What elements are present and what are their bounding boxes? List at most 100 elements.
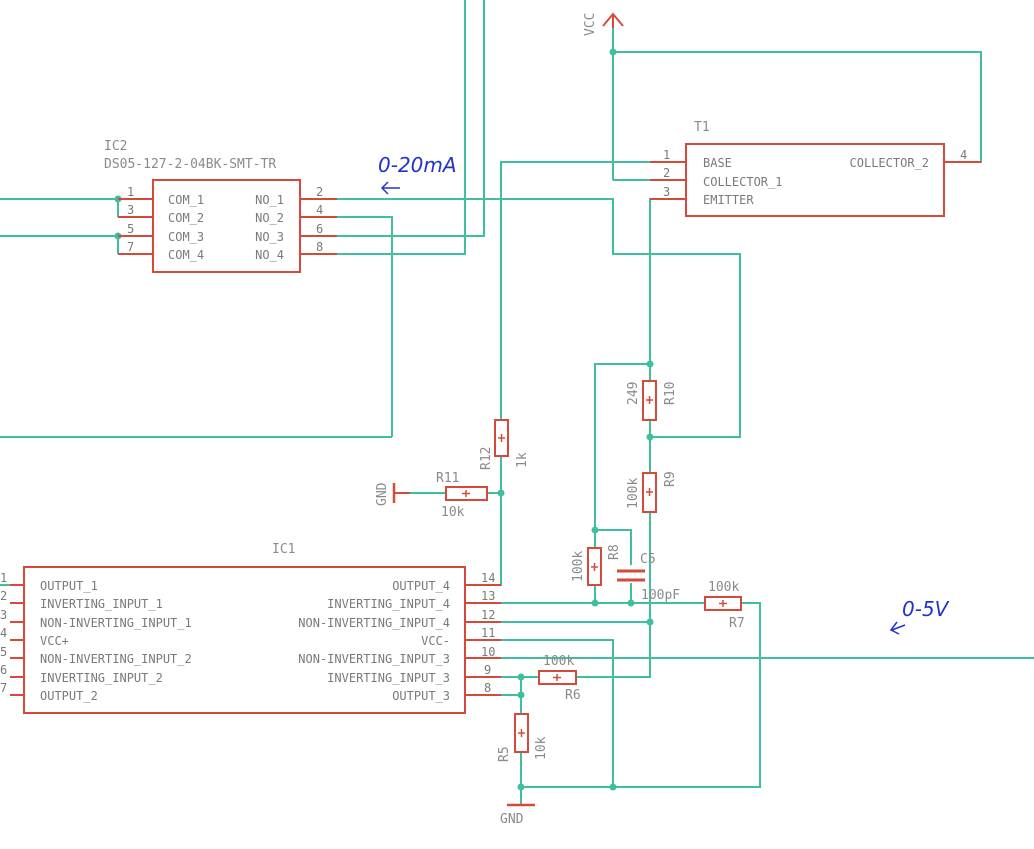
ic2-pin-name: COM_4 [168,248,204,262]
gnd-symbol-left[interactable]: GND [375,482,410,506]
r5-value: 10k [534,736,549,760]
r12-ref: R12 [479,447,494,470]
ic2-pin-name: COM_2 [168,211,204,225]
vcc-label: VCC [583,13,598,36]
ic1-pin-num: 6 [0,663,7,677]
r8-ref: R8 [607,544,622,560]
ic1-pin-num: 2 [0,589,7,603]
t1-pin-name: BASE [703,156,732,170]
r12-value: 1k [515,452,530,468]
r5-ref: R5 [497,746,512,762]
ic2-pin-name: COM_1 [168,193,204,207]
ic1-pin-name: OUTPUT_3 [392,689,450,703]
ic1-pin-name: OUTPUT_4 [392,579,450,593]
resistor-r11[interactable]: R11 10k [436,471,488,520]
ic1-pin-name: NON-INVERTING_INPUT_4 [298,616,450,630]
resistor-r7[interactable]: 100k R7 [704,580,745,631]
ic1-pin-name: VCC- [421,634,450,648]
resistor-r12[interactable]: R12 1k [479,419,530,470]
ic1-pin-name: NON-INVERTING_INPUT_2 [40,652,192,666]
r10-value: 249 [626,382,641,405]
ic1-pin-name: OUTPUT_2 [40,689,98,703]
gnd-symbol-bottom[interactable]: GND [500,803,535,827]
annotation-voltage: 0-5V [889,597,950,635]
t1-pin-num: 2 [663,166,670,180]
ic1-pin-num: 11 [481,626,495,640]
r6-value: 100k [543,654,574,669]
t1-ref: T1 [694,120,710,135]
ic2-pin-num: 6 [316,222,323,236]
gnd-label-left: GND [375,482,390,506]
r8-value: 100k [571,551,586,582]
ic2-pin-num: 3 [127,203,134,217]
ic2-pin-num: 8 [316,240,323,254]
gnd-label-bottom: GND [500,812,524,827]
ic1-pin-num: 10 [481,645,495,659]
t1-pin-num: 4 [960,148,967,162]
ic1-pin-name: INVERTING_INPUT_2 [40,671,163,685]
resistor-r8[interactable]: 100k R8 [571,544,622,586]
ic2-component[interactable]: IC2 DS05-127-2-04BK-SMT-TR 1 3 5 7 COM_1… [104,139,337,273]
ic1-left-pins: 1 2 3 4 5 6 7 OUTPUT_1 INVERTING_INPUT_1… [0,571,192,703]
ic2-pin-name: NO_3 [255,230,284,244]
annotation-voltage-text: 0-5V [902,597,950,621]
r7-ref: R7 [729,616,745,631]
arrow-left-icon [380,181,400,195]
t1-pin-name: COLLECTOR_2 [850,156,929,170]
ic2-pin-num: 1 [127,185,134,199]
ic1-component[interactable]: IC1 1 2 3 4 5 6 7 OUTPUT_1 INVERTING_INP… [0,542,501,714]
ic2-pin-num: 5 [127,222,134,236]
ic2-pin-name: NO_2 [255,211,284,225]
ic1-pin-num: 1 [0,571,7,585]
annotation-current: 0-20mA [378,153,457,195]
ic1-pin-num: 13 [481,589,495,603]
ic2-value: DS05-127-2-04BK-SMT-TR [104,157,276,172]
t1-pin-num: 3 [663,185,670,199]
ic1-pin-num: 12 [481,608,495,622]
ic1-pin-name: INVERTING_INPUT_3 [327,671,450,685]
ic1-pin-num: 3 [0,608,7,622]
ic2-pin-name: COM_3 [168,230,204,244]
ic1-pin-num: 8 [484,681,491,695]
r6-ref: R6 [565,688,581,703]
resistor-r10[interactable]: 249 R10 [626,380,678,421]
ic1-pin-name: OUTPUT_1 [40,579,98,593]
ic1-pin-name: INVERTING_INPUT_4 [327,597,450,611]
resistor-r6[interactable]: 100k R6 [538,654,581,703]
r9-ref: R9 [663,471,678,487]
resistor-r9[interactable]: 100k R9 [626,471,678,513]
c5-value: 100pF [641,588,680,603]
ic2-ref: IC2 [104,139,127,154]
ic1-right-pins: 14 13 12 11 10 9 8 OUTPUT_4 INVERTING_IN… [298,571,501,703]
vcc-symbol[interactable]: VCC [583,12,624,36]
ic1-pin-name: VCC+ [40,634,69,648]
c5-ref: C5 [640,552,656,567]
capacitor-c5[interactable]: C5 100pF [617,552,680,603]
annotation-current-text: 0-20mA [378,153,457,177]
ic2-pin-num: 4 [316,203,323,217]
ic1-pin-num: 7 [0,681,7,695]
arrow-left-icon [889,621,906,635]
ic1-pin-name: NON-INVERTING_INPUT_1 [40,616,192,630]
r11-value: 10k [441,505,465,520]
ic1-pin-name: INVERTING_INPUT_1 [40,597,163,611]
ic2-pin-num: 7 [127,240,134,254]
r11-ref: R11 [436,471,459,486]
ic2-pin-name: NO_4 [255,248,284,262]
r10-ref: R10 [663,382,678,405]
ic1-pin-num: 14 [481,571,495,585]
ic1-ref: IC1 [272,542,295,557]
ic1-pin-name: NON-INVERTING_INPUT_3 [298,652,450,666]
r7-value: 100k [708,580,739,595]
t1-component[interactable]: T1 1 2 3 4 BASE COLLECTOR_1 EMITTER COLL… [650,120,981,217]
ic1-pin-num: 9 [484,663,491,677]
ic1-pin-num: 4 [0,626,7,640]
ic2-pin-name: NO_1 [255,193,284,207]
r9-value: 100k [626,478,641,509]
t1-pin-num: 1 [663,148,670,162]
resistor-r5[interactable]: R5 10k [497,713,549,762]
t1-pin-name: COLLECTOR_1 [703,175,782,189]
t1-pin-name: EMITTER [703,193,754,207]
ic1-pin-num: 5 [0,645,7,659]
